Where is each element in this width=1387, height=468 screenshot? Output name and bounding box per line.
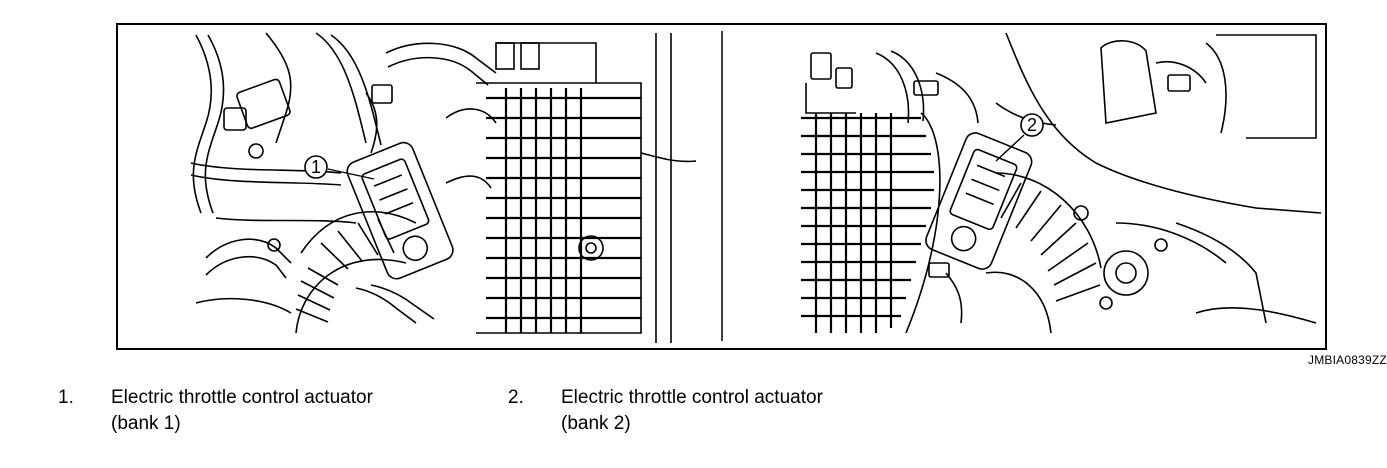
throttle-actuator-bank1 xyxy=(346,141,454,280)
engine-line-drawing: 1 xyxy=(116,23,1327,350)
left-panel-drawing xyxy=(190,32,642,334)
legend-item-1-line2: (bank 1) xyxy=(111,413,181,434)
legend-item-2-line1: Electric throttle control actuator xyxy=(561,387,823,408)
legend-item-2-text: Electric throttle control actuator (bank… xyxy=(561,385,823,437)
right-panel-details xyxy=(905,112,1317,334)
callout-2: 2 xyxy=(995,113,1044,162)
callout-2-label: 2 xyxy=(1027,115,1037,135)
right-panel-drawing xyxy=(805,32,1322,214)
legend-item-1-text: Electric throttle control actuator (bank… xyxy=(111,385,373,437)
legend-item-1-line1: Electric throttle control actuator xyxy=(111,387,373,408)
left-panel-details xyxy=(195,33,697,343)
legend-item-1-number: 1. xyxy=(58,387,74,408)
figure-reference-code: JMBIA0839ZZ xyxy=(1308,353,1387,367)
engine-illustration: 1 xyxy=(116,23,1387,367)
right-manifold-grid xyxy=(801,113,934,333)
callout-1: 1 xyxy=(304,155,375,180)
legend-item-2-number: 2. xyxy=(508,387,524,408)
legend-item-2-line2: (bank 2) xyxy=(561,413,631,434)
throttle-actuator-bank2 xyxy=(925,132,1033,270)
left-manifold-grid xyxy=(486,88,641,333)
callout-1-label: 1 xyxy=(311,157,321,177)
